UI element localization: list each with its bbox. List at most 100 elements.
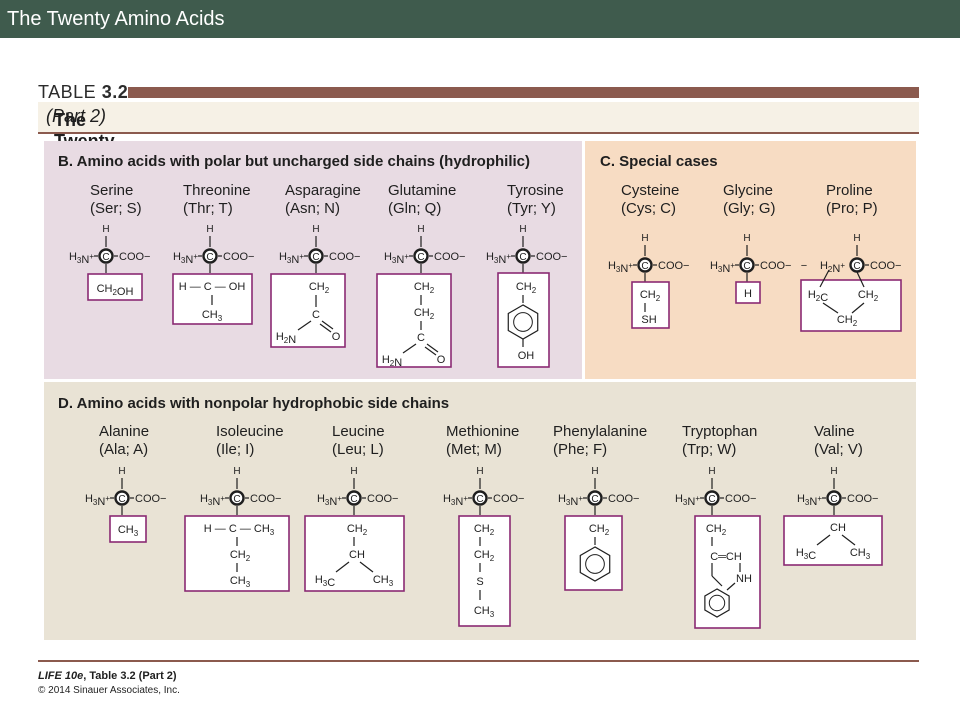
amine-label: H3N+: [486, 251, 511, 266]
alpha-carbon-label: C: [519, 252, 526, 263]
side-chain-label: OH: [518, 350, 535, 362]
amine-label: H3N+: [443, 493, 468, 508]
side-chain-label: O: [332, 331, 341, 343]
side-chain-label: H2C: [808, 289, 828, 304]
side-chain-box-glutamine: [376, 273, 452, 368]
side-chain-label: CH3: [373, 574, 394, 588]
alpha-carbon-label: C: [417, 252, 424, 263]
slide-title: The Twenty Amino Acids: [7, 8, 225, 30]
side-chain-box-phenylalanine: [564, 515, 623, 591]
amino-acid-name: Glycine(Gly; G): [723, 182, 776, 217]
side-chain-label: H2N: [382, 354, 402, 369]
side-chain-label: H — C — CH3: [204, 523, 275, 537]
amino-acid-name: Tyrosine(Tyr; Y): [507, 182, 564, 217]
panel-heading-b: B. Amino acids with polar but uncharged …: [58, 153, 530, 170]
side-chain-label: CH2: [230, 549, 251, 563]
bond-line: [359, 561, 374, 573]
aromatic-circle: [513, 312, 533, 332]
amine-label: H3N+: [558, 493, 583, 508]
table-label: TABLE 3.2: [38, 82, 128, 103]
carboxylate-label: COO−: [870, 260, 901, 272]
bond-line: [816, 534, 831, 546]
side-chain-label: H2N: [276, 331, 296, 346]
amino-acid-name: Tryptophan(Trp; W): [682, 423, 758, 458]
amino-acid-name: Serine(Ser; S): [90, 182, 142, 217]
amino-acid-name: Asparagine(Asn; N): [285, 182, 361, 217]
side-chain-label: CH2: [858, 289, 879, 303]
carboxylate-label: COO−: [135, 493, 166, 505]
bond-line: [841, 534, 856, 546]
side-chain-box-glycine: [735, 281, 761, 304]
side-chain-label: CH: [349, 549, 365, 561]
carboxylate-label: COO−: [493, 493, 524, 505]
side-chain-label: CH2: [414, 307, 435, 321]
side-chain-label: H3C: [796, 547, 816, 562]
side-chain-label: CH2: [347, 523, 368, 537]
alpha-carbon-label: C: [743, 261, 750, 272]
table-title-part: (Part 2): [46, 106, 107, 126]
bond-line: [297, 320, 312, 331]
alpha-carbon: [587, 490, 603, 506]
bond-line: [851, 302, 865, 314]
alpha-carbon: [98, 248, 114, 264]
benzene-ring: [704, 588, 730, 618]
side-chain-box-tyrosine: [497, 272, 550, 368]
side-chain-label: CH2: [837, 314, 858, 328]
amine-label: H3N+: [69, 251, 94, 266]
alpha-carbon-label: C: [206, 252, 213, 263]
amine-label: H3N+: [279, 251, 304, 266]
amine-label: H2N+: [820, 260, 845, 275]
side-chain-label: CH2: [706, 523, 727, 537]
footer-ref: , Table 3.2 (Part 2): [83, 670, 177, 682]
side-chain-label: CH2: [474, 549, 495, 563]
alpha-carbon-label: C: [350, 494, 357, 505]
alpha-carbon: [739, 257, 755, 273]
alpha-carbon-label: C: [591, 494, 598, 505]
alpha-carbon-label: C: [118, 494, 125, 505]
amine-label: H3N+: [173, 251, 198, 266]
side-chain-label: H — C — OH: [179, 281, 246, 293]
amine-label: H3N+: [317, 493, 342, 508]
side-chain-label: CH3: [474, 605, 495, 619]
aromatic-circle: [708, 594, 726, 612]
bond-line: [321, 320, 334, 330]
footer-book: LIFE 10e: [38, 670, 84, 682]
side-chain-label: CH: [830, 522, 846, 534]
alpha-carbon: [704, 490, 720, 506]
hydrogen-label: H: [476, 466, 483, 477]
hydrogen-label: H: [312, 224, 319, 235]
side-chain-label: CH3: [202, 309, 223, 323]
hydrogen-label: H: [591, 466, 598, 477]
panel-heading-c: C. Special cases: [600, 153, 718, 170]
carboxylate-label: COO−: [658, 260, 689, 272]
hydrogen-label: H: [641, 233, 648, 244]
side-chain-label: NH: [736, 573, 752, 585]
amino-acid-name: Cysteine(Cys; C): [621, 182, 680, 217]
amino-acid-name: Alanine(Ala; A): [99, 423, 150, 458]
side-chain-label: CH2: [414, 281, 435, 295]
carboxylate-label: COO−: [536, 251, 567, 263]
hydrogen-label: H: [233, 466, 240, 477]
amino-acid-name: Methionine(Met; M): [446, 423, 520, 458]
carboxylate-label: COO−: [847, 493, 878, 505]
bond-line: [426, 343, 439, 353]
amino-acid-name: Glutamine(Gln; Q): [388, 182, 457, 217]
amine-label: H3N+: [675, 493, 700, 508]
alpha-carbon: [637, 257, 653, 273]
amine-label: H3N+: [797, 493, 822, 508]
hydrogen-label: H: [417, 224, 424, 235]
side-chain-label: S: [476, 576, 483, 588]
amine-label: H3N+: [85, 493, 110, 508]
bond-line: [819, 269, 830, 288]
bond-line: [335, 561, 350, 573]
alpha-carbon-label: C: [708, 494, 715, 505]
carboxylate-label: COO−: [223, 251, 254, 263]
alpha-carbon: [229, 490, 245, 506]
footer-copyright: © 2014 Sinauer Associates, Inc.: [38, 685, 180, 696]
bond-line: [822, 302, 839, 314]
alpha-carbon: [849, 257, 865, 273]
slide-title-bar: The Twenty Amino Acids: [0, 0, 960, 38]
benzene-ring: [579, 546, 611, 582]
side-chain-label: C: [417, 332, 425, 344]
amine-label: H3N+: [384, 251, 409, 266]
